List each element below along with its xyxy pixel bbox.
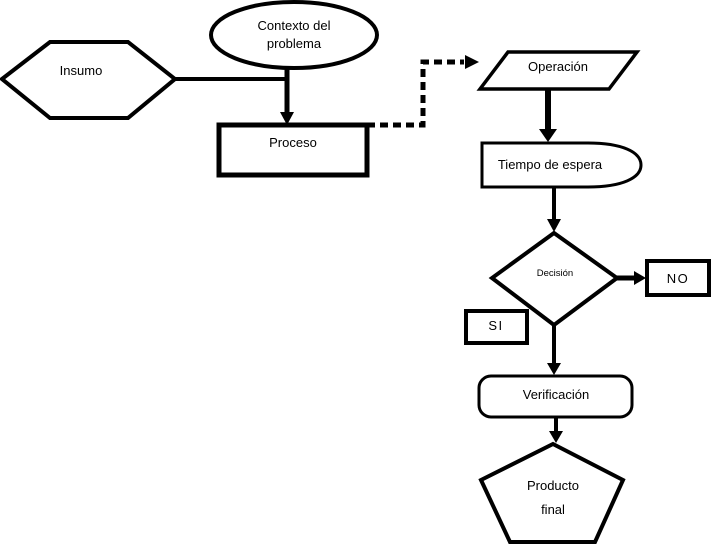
producto-label-line1: Producto: [527, 478, 579, 493]
insumo-label: Insumo: [60, 63, 103, 78]
si-label: SI: [488, 318, 503, 333]
tiempo-espera-delay: [480, 141, 643, 189]
no-label: NO: [667, 271, 690, 286]
no-box: [645, 259, 711, 297]
contexto-label-line1: Contexto del: [258, 18, 331, 33]
proceso-label: Proceso: [269, 135, 317, 150]
insumo-hexagon: [0, 40, 179, 120]
connector-proceso-operacion-dashed: [367, 59, 464, 128]
contexto-ellipse: [209, 0, 379, 70]
tiempo-espera-label: Tiempo de espera: [498, 157, 603, 172]
proceso-rectangle: [216, 122, 370, 178]
arrowhead-proceso-operacion: [465, 55, 479, 69]
operacion-label: Operación: [528, 59, 588, 74]
arrowhead-verificacion-producto: [549, 431, 563, 443]
decision-diamond: [488, 230, 621, 328]
arrowhead-tiempo-decision: [547, 219, 561, 232]
arrowhead-decision-no: [634, 271, 646, 285]
arrowhead-decision-verificacion: [547, 363, 561, 375]
operacion-parallelogram: [476, 50, 641, 91]
verificacion-label: Verificación: [523, 387, 589, 402]
producto-label-line2: final: [541, 502, 565, 517]
verificacion-rounded-rect: [477, 374, 634, 419]
producto-final-pentagon: [478, 441, 626, 544]
arrowhead-operacion-tiempo: [539, 129, 557, 142]
contexto-label-line2: problema: [267, 36, 322, 51]
decision-label: Decisión: [537, 268, 573, 279]
si-box: [464, 309, 529, 345]
arrowhead-contexto-proceso: [280, 112, 294, 125]
